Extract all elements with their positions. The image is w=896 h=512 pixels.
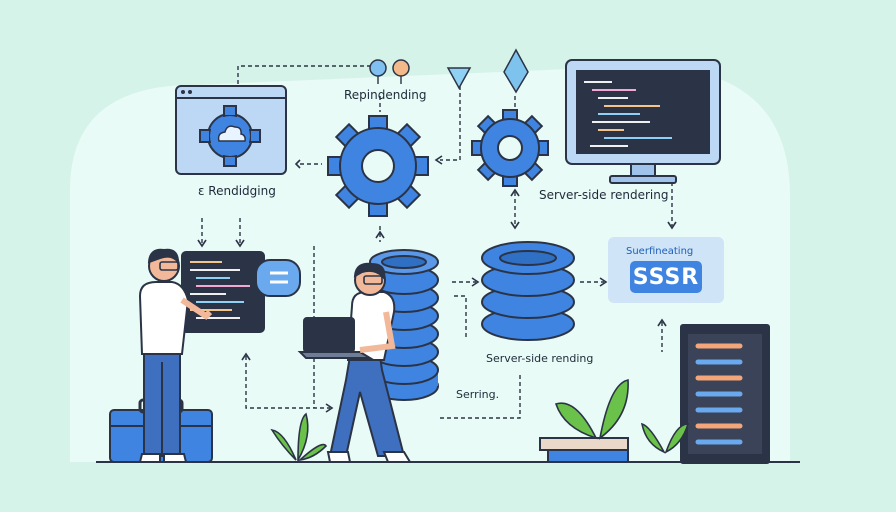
monitor-code-icon	[565, 59, 721, 184]
plant-icon	[640, 422, 690, 454]
developer-figure-center	[297, 262, 412, 463]
ssr-subtitle: Suerfineating	[626, 246, 694, 257]
speech-bubble-icon	[255, 259, 301, 297]
developer-figure-left	[138, 248, 213, 463]
label-serving: Serring.	[456, 388, 500, 401]
label-server-side-rendering: Server-side rendering	[539, 188, 669, 202]
gear-icon	[471, 109, 549, 187]
crystal-icon	[446, 67, 472, 90]
database-coil-icon	[481, 241, 575, 341]
node-dot-blue	[369, 59, 387, 77]
browser-window	[175, 85, 287, 175]
ssr-button[interactable]: SSSR	[630, 261, 702, 293]
gear-icon	[327, 115, 429, 217]
code-panel	[181, 251, 265, 333]
books-icon	[539, 437, 629, 463]
plant-icon	[554, 379, 629, 440]
label-rendidging: ɛ Rendidging	[198, 184, 276, 198]
plant-icon	[270, 412, 328, 463]
label-repindending: Repindending	[344, 88, 427, 102]
node-dot-orange	[392, 59, 410, 77]
arrow-heads	[197, 155, 677, 413]
crystal-icon	[503, 48, 529, 94]
cloud-gear-icon	[199, 105, 261, 167]
label-server-side-rending: Server-side rending	[486, 352, 594, 365]
laptop-icon	[297, 317, 374, 359]
server-rack-icon	[680, 324, 770, 464]
